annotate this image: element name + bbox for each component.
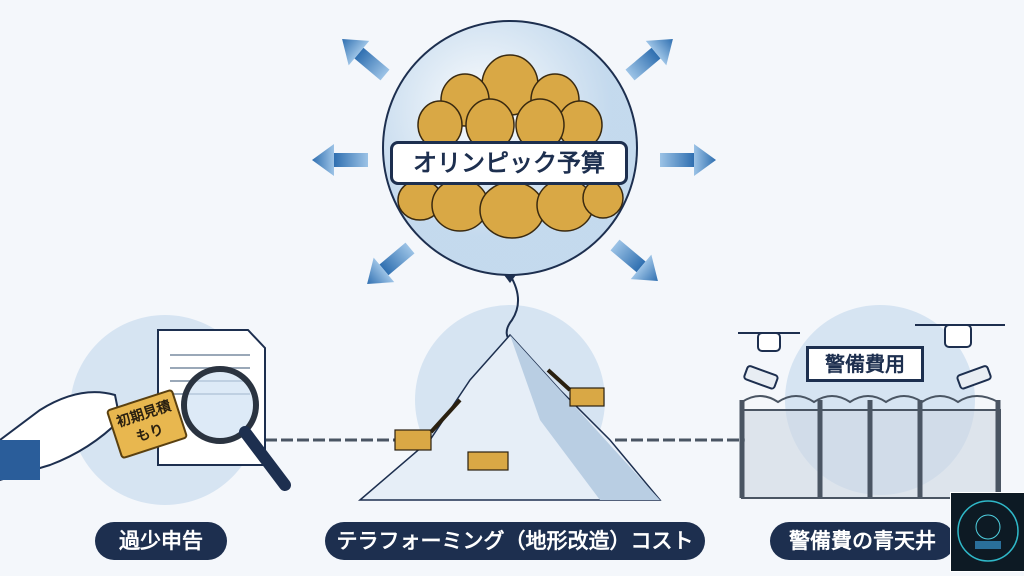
security-fence	[739, 395, 1001, 499]
expansion-arrows	[312, 39, 716, 284]
thumbnail-logo	[950, 492, 1024, 572]
security-cost-sign: 警備費用	[806, 346, 924, 382]
excavators	[394, 368, 605, 471]
magnifier-icon	[181, 366, 291, 491]
drone-icons	[738, 324, 1005, 352]
caption-terraforming-cost: テラフォーミング（地形改造）コスト	[325, 522, 705, 560]
caption-underreporting: 過少申告	[95, 522, 227, 560]
circuit-book-icon	[957, 500, 1019, 562]
caption-security-cost-unlimited: 警備費の青天井	[770, 522, 955, 560]
olympic-budget-label: オリンピック予算	[390, 141, 628, 185]
security-camera-icons	[743, 365, 992, 390]
mountain	[357, 333, 662, 501]
money-bags	[397, 54, 624, 239]
balloon-knot	[504, 275, 516, 283]
